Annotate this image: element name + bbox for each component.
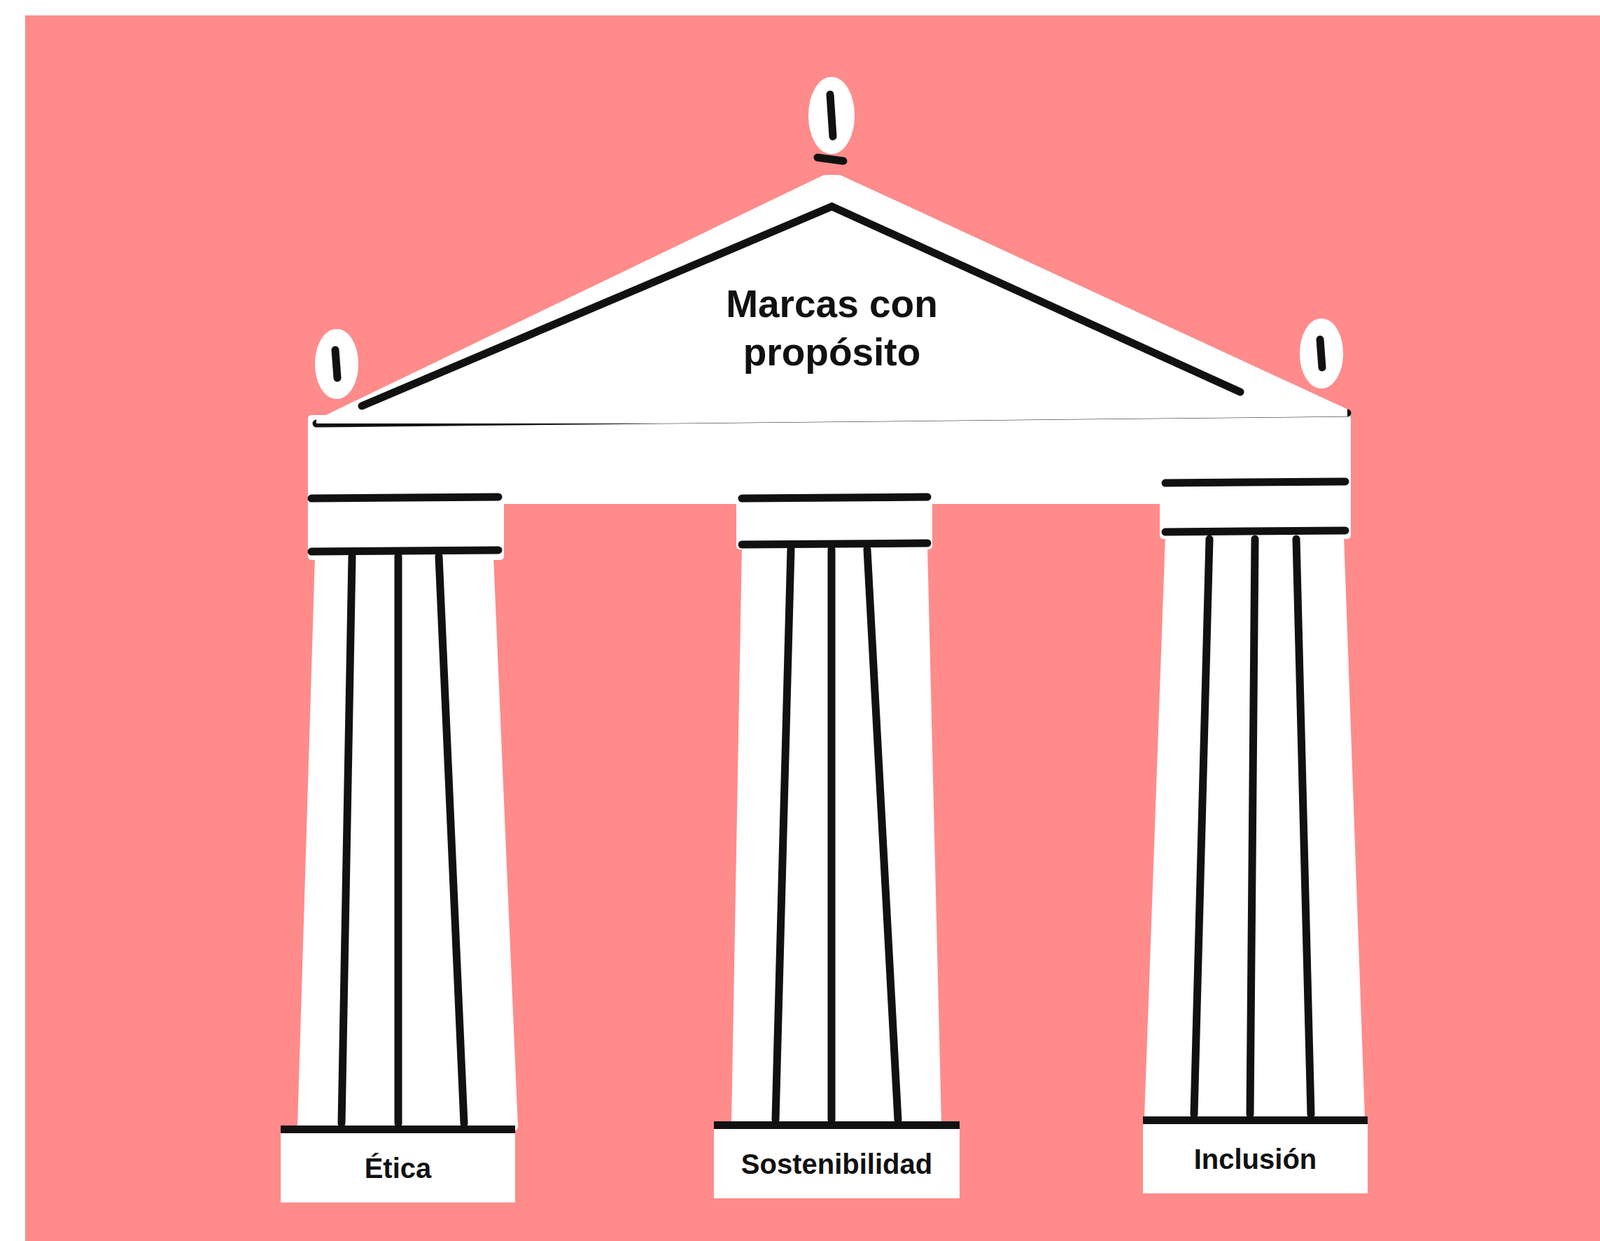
column-base: Ética [280, 1125, 516, 1203]
node-label: Ética [364, 1150, 432, 1186]
column-base: Inclusión [1142, 1116, 1368, 1194]
column-base: Sostenibilidad [713, 1121, 960, 1199]
node-label: Inclusión [1194, 1141, 1318, 1177]
node-label: Marcas con propósito [685, 279, 980, 377]
node-label: Sostenibilidad [741, 1146, 933, 1182]
background [25, 15, 1600, 1241]
pediment-node: Marcas con propósito [316, 174, 1348, 424]
